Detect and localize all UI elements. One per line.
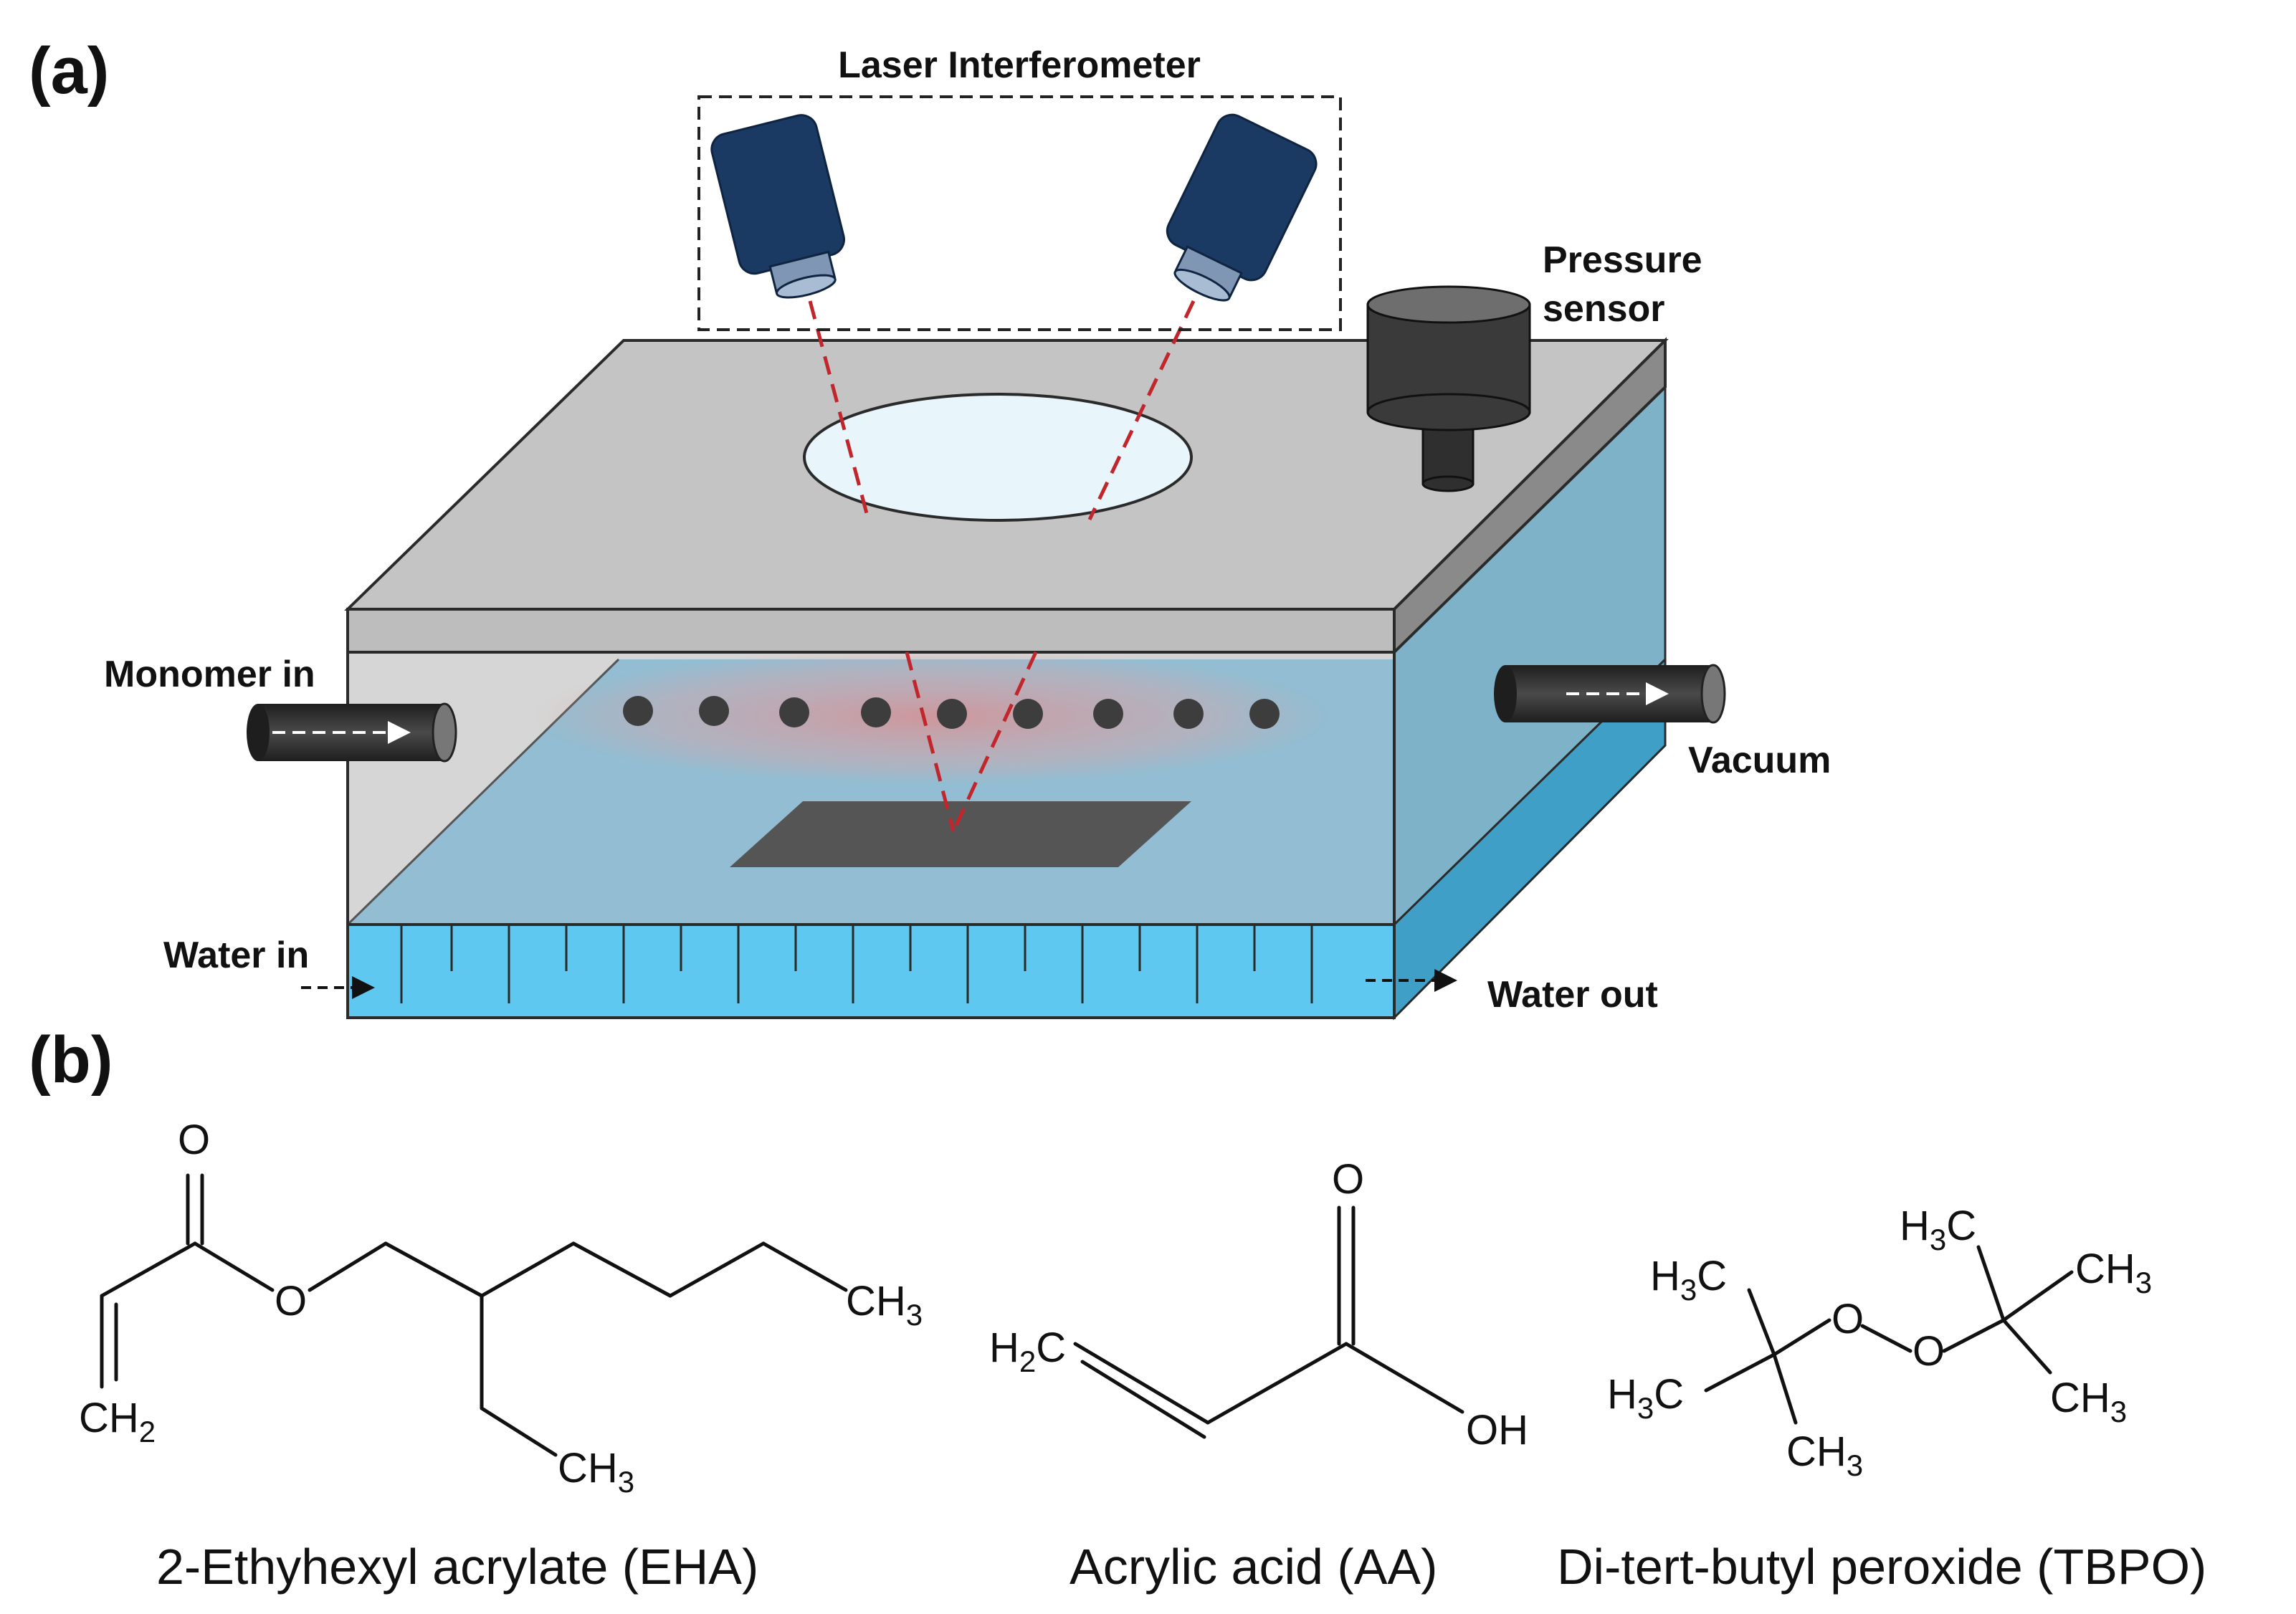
laser-interferometer: Laser Interferometer — [697, 44, 1342, 331]
eha-atom-o-carbonyl: O — [178, 1117, 210, 1163]
monomer-inlet-label: Monomer in — [104, 654, 315, 695]
tbpo-caption: Di-tert-butyl peroxide (TBPO) — [1557, 1539, 2206, 1595]
particle — [1173, 699, 1204, 729]
chamber-left-wall — [348, 652, 1394, 925]
eha-atom-o-ester: O — [275, 1278, 307, 1324]
tbpo-atom-o2: O — [1912, 1328, 1945, 1375]
tbpo-ch3-right-lower: CH3 — [2050, 1375, 2127, 1428]
tbpo-h3c-upper-left: H3C — [1650, 1253, 1727, 1307]
water-baffles — [400, 925, 1313, 1003]
lid-side — [1393, 337, 1667, 656]
sample-substrate — [730, 801, 1191, 867]
interferometer-label: Laser Interferometer — [838, 44, 1201, 86]
vacuum-outlet: Vacuum — [1494, 664, 1831, 781]
particle — [1249, 699, 1280, 729]
lid-front — [346, 608, 1396, 654]
eha-caption: 2-Ethyhexyl acrylate (EHA) — [156, 1539, 758, 1595]
particle — [779, 697, 809, 727]
particle — [937, 699, 967, 729]
tbpo-h3c-top: H3C — [1900, 1203, 1976, 1256]
aa-caption: Acrylic acid (AA) — [1070, 1539, 1437, 1595]
laser-beam-reflected-upper — [1087, 300, 1196, 521]
particle — [699, 696, 729, 726]
pressure-sensor: Pressure sensor — [1366, 239, 1702, 492]
eha-atom-ch3-butyl: CH3 — [846, 1278, 923, 1332]
water-jacket — [346, 656, 1667, 1021]
pressure-sensor-label-line2: sensor — [1543, 288, 1665, 330]
tbpo-atom-o1: O — [1831, 1296, 1864, 1342]
pressure-sensor-label: Pressure — [1543, 239, 1702, 281]
vacuum-outlet-label: Vacuum — [1688, 740, 1831, 781]
laser-beams — [808, 300, 1196, 833]
aa-atom-h2c: H2C — [989, 1324, 1066, 1378]
tbpo-h3c-lower-left: H3C — [1607, 1371, 1684, 1425]
tbpo-structure: O O H3C H3C CH3 H3C CH3 CH3 — [1607, 1203, 2152, 1482]
water-in: Water in — [163, 935, 375, 999]
eha-atom-ch3-ethyl: CH3 — [558, 1445, 634, 1499]
optical-window — [803, 393, 1193, 522]
aa-structure: H2C O OH — [989, 1156, 1528, 1453]
tbpo-ch3-bottom: CH3 — [1786, 1428, 1863, 1482]
panel-b-label: (b) — [29, 1023, 113, 1097]
water-jacket-front — [346, 923, 1396, 1019]
panel-a-label: (a) — [29, 34, 109, 108]
water-out: Water out — [1366, 969, 1658, 1016]
laser-beam-incident-lower — [905, 651, 956, 832]
water-out-label: Water out — [1487, 974, 1658, 1016]
particle — [1013, 699, 1043, 729]
plasma-glow — [530, 649, 1333, 785]
water-in-label: Water in — [163, 935, 309, 976]
particle — [1093, 699, 1123, 729]
laser-source-left — [710, 114, 845, 299]
eha-structure: O O CH2 CH3 CH3 — [79, 1117, 923, 1499]
laser-beam-reflected-lower — [951, 651, 1038, 833]
plasma-region — [530, 649, 1333, 785]
laser-beam-incident-upper — [808, 300, 870, 517]
interferometer-box — [697, 95, 1342, 331]
particle — [861, 697, 891, 727]
monomer-inlet: Monomer in — [104, 654, 457, 763]
particle — [623, 696, 653, 726]
laser-detector-right — [1166, 113, 1318, 302]
eha-atom-ch2: CH2 — [79, 1395, 156, 1448]
tbpo-ch3-right-upper: CH3 — [2075, 1246, 2152, 1299]
aa-atom-o-carbonyl: O — [1332, 1156, 1364, 1203]
chamber-lid — [344, 337, 1669, 656]
aa-atom-oh: OH — [1466, 1407, 1528, 1453]
